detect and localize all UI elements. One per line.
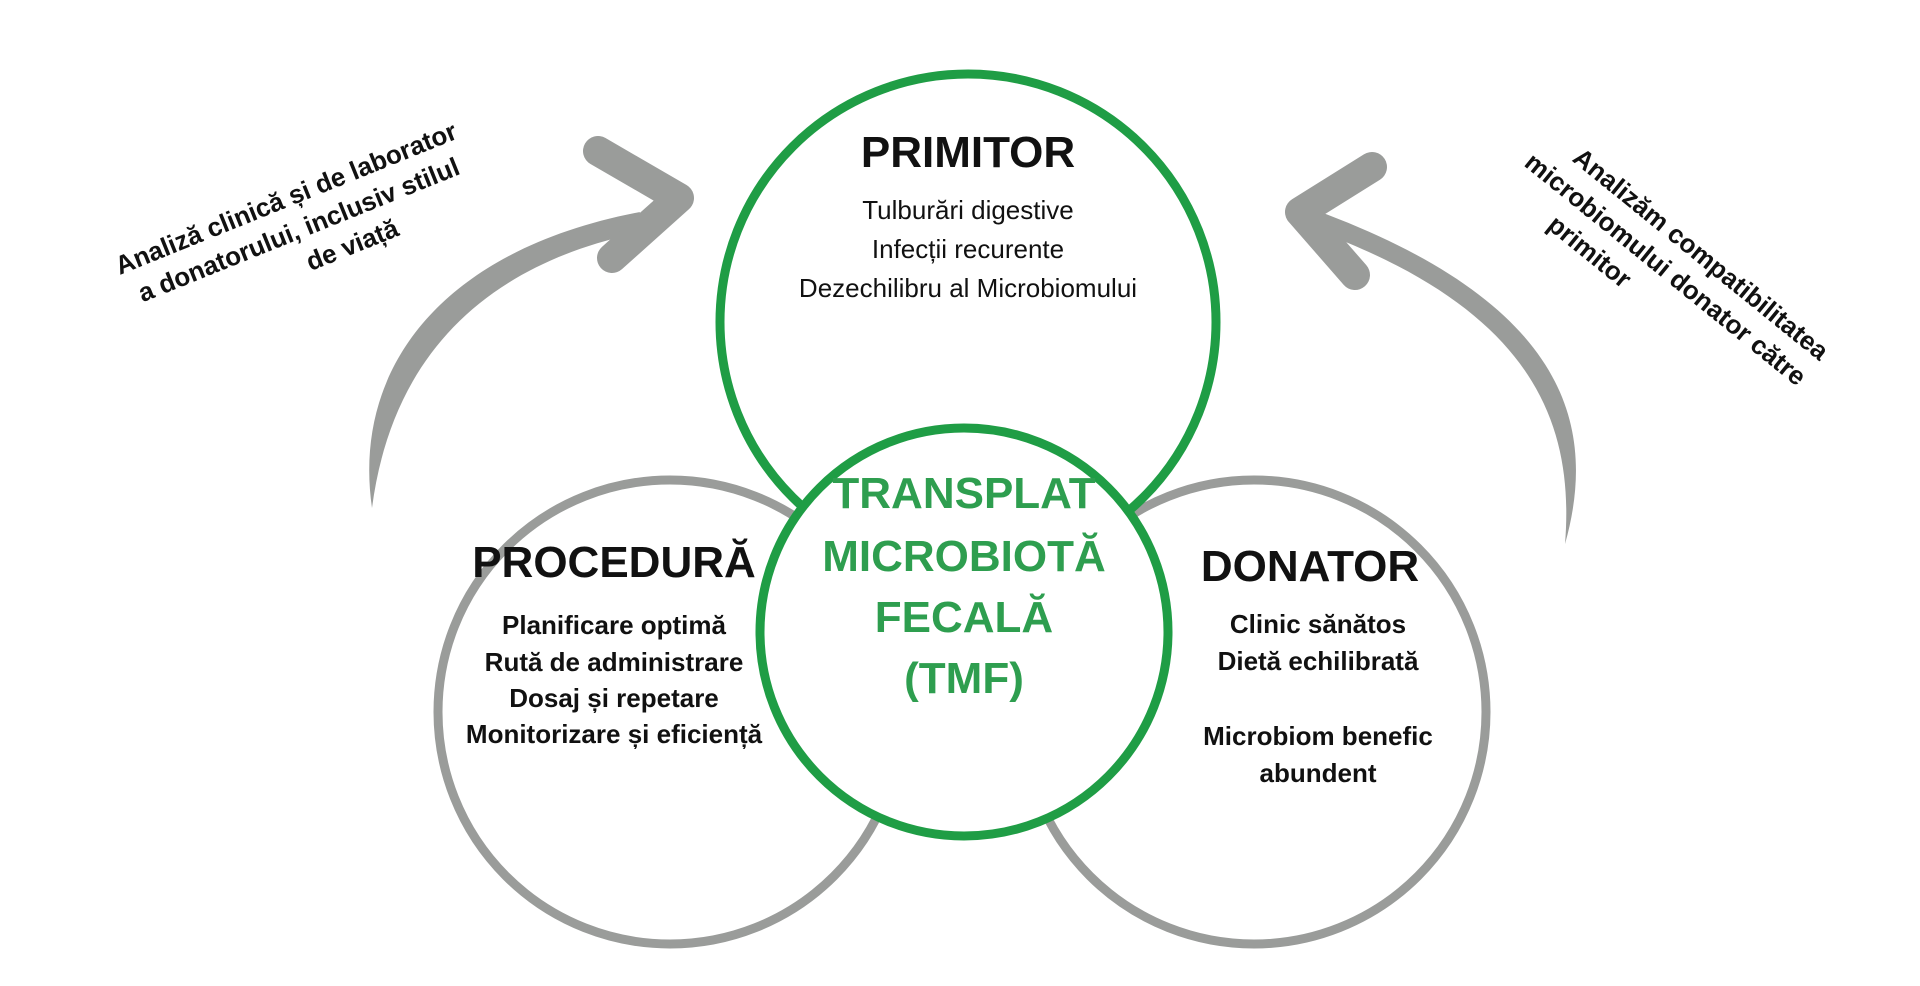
donator-item: Clinic sănătos (1230, 609, 1406, 639)
donator-item: Microbiom benefic (1203, 721, 1433, 751)
left-arrow-shaft (369, 212, 640, 508)
procedura-group: PROCEDURĂ Planificare optimă Rută de adm… (466, 537, 763, 749)
donator-title: DONATOR (1201, 542, 1419, 591)
left-caption: Analiză clinică și de laborator a donato… (111, 116, 464, 308)
primitor-item: Infecții recurente (872, 234, 1064, 264)
right-caption-line: microbiomului donator către (1519, 146, 1812, 391)
primitor-title: PRIMITOR (861, 128, 1075, 177)
procedura-item: Rută de administrare (485, 647, 744, 677)
left-arrow-head-icon (583, 136, 694, 273)
primitor-item: Tulburări digestive (862, 195, 1073, 225)
right-curved-arrow (1285, 152, 1576, 544)
center-line: MICROBIOTĂ (822, 531, 1106, 581)
donator-item: Dietă echilibrată (1218, 646, 1419, 676)
primitor-group: PRIMITOR Tulburări digestive Infecții re… (799, 128, 1137, 303)
right-arrow-head-icon (1285, 152, 1387, 290)
donator-group: DONATOR Clinic sănătos Dietă echilibrată… (1201, 542, 1433, 788)
procedura-item: Dosaj și repetare (509, 683, 719, 713)
center-line: FECALĂ (875, 592, 1053, 642)
center-line: TRANSPLAT (832, 469, 1095, 518)
left-curved-arrow (369, 136, 694, 508)
donator-item: abundent (1260, 758, 1377, 788)
primitor-item: Dezechilibru al Microbiomului (799, 273, 1137, 303)
right-arrow-shaft (1315, 210, 1576, 544)
procedura-title: PROCEDURĂ (472, 537, 756, 587)
center-group: TRANSPLAT MICROBIOTĂ FECALĂ (TMF) (822, 469, 1106, 703)
center-line: (TMF) (904, 654, 1024, 703)
procedura-item: Planificare optimă (502, 610, 726, 640)
center-circle (755, 423, 1173, 841)
procedura-item: Monitorizare și eficiență (466, 719, 763, 749)
